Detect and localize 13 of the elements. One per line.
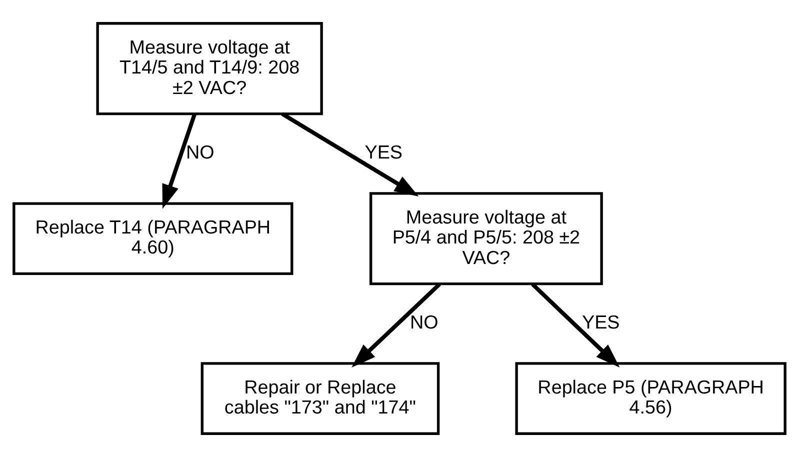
edge-label: NO — [186, 142, 214, 164]
arrow — [281, 112, 419, 196]
arrow — [531, 282, 620, 368]
edge-label: YES — [364, 142, 403, 164]
node-box: Replace P5 (PARAGRAPH 4.56) — [515, 362, 786, 435]
node-box: Repair or Replace cables "173" and "174" — [200, 362, 440, 435]
node-box: Measure voltage at P5/4 and P5/5: 208 ±2 VAC? — [369, 192, 603, 286]
node-box: Replace T14 (PARAGRAPH 4.60) — [12, 202, 294, 276]
edge-label: NO — [410, 312, 438, 334]
arrow — [162, 113, 197, 209]
node-box: Measure voltage at T14/5 and T14/9: 208 ±2 VAC? — [96, 22, 323, 116]
arrow — [352, 282, 441, 368]
edge-label: YES — [582, 312, 620, 334]
